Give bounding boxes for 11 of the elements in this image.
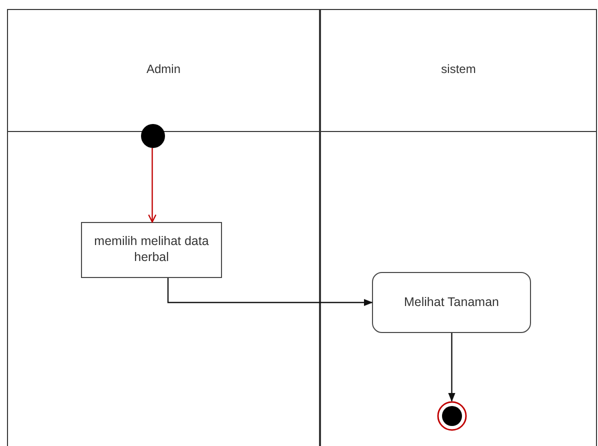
lane-title: sistem: [440, 62, 477, 76]
swimlane: [320, 9, 597, 446]
arrow: [148, 148, 156, 223]
initial-node: [141, 124, 165, 148]
arrow: [448, 333, 456, 402]
final-node: [437, 401, 467, 431]
arrow: [167, 278, 373, 306]
action-box: Melihat Tanaman: [372, 272, 531, 333]
lane-title: Admin: [145, 62, 182, 76]
activity-box: memilih melihat data herbal: [81, 222, 222, 278]
swimlane: [7, 9, 320, 446]
